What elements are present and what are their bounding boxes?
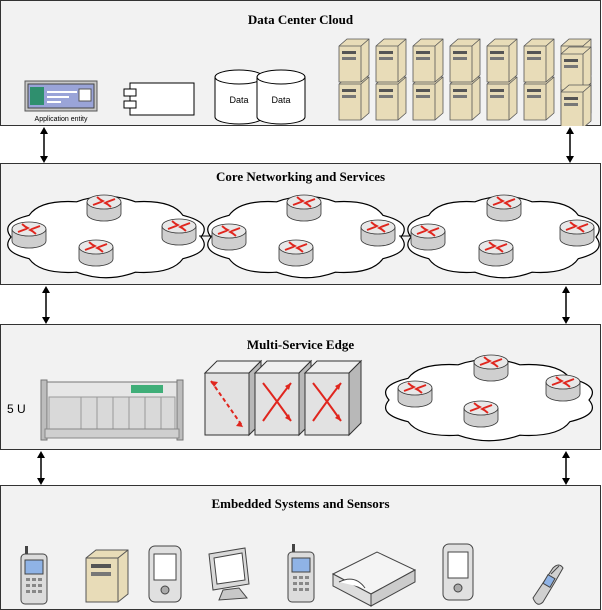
- rack-unit-label: 5 U: [7, 402, 26, 416]
- server-icon: [412, 76, 444, 121]
- server-icon: [523, 76, 555, 121]
- server-icon: [338, 38, 370, 83]
- component-icon: [123, 82, 195, 116]
- database-icon: [256, 69, 306, 125]
- multilayer-switch-icon: [253, 359, 313, 437]
- rack-chassis-icon: [40, 379, 184, 441]
- server-icon: [560, 84, 592, 126]
- router-icon: [360, 219, 396, 247]
- pda-icon: [148, 545, 182, 603]
- layer-embedded-systems: Embedded Systems and Sensors: [0, 485, 601, 610]
- pda-icon: [442, 543, 474, 601]
- server-icon: [412, 38, 444, 83]
- server-icon: [560, 46, 592, 91]
- router-icon: [286, 194, 322, 222]
- layer-title-multi-service-edge: Multi-Service Edge: [246, 337, 355, 352]
- monitor-icon: [208, 547, 250, 601]
- cell-phone-icon: [20, 546, 48, 605]
- double-arrow-icon: [566, 127, 574, 163]
- embedded-graphics: [20, 543, 564, 607]
- set-top-box-icon: [331, 551, 417, 607]
- double-arrow-icon: [562, 286, 570, 324]
- layer-title-embedded-systems: Embedded Systems and Sensors: [211, 496, 390, 511]
- network-cloud-icon: [7, 195, 205, 279]
- multilayer-switch-icon: [203, 359, 263, 437]
- router-icon: [473, 354, 509, 382]
- server-icon: [486, 76, 518, 121]
- layer-data-center-cloud: Data Center Cloud Application entity Dat…: [0, 0, 601, 126]
- router-icon: [486, 194, 522, 222]
- server-icon: [523, 38, 555, 83]
- database-label: Data: [271, 95, 290, 105]
- database-label: Data: [229, 95, 248, 105]
- multilayer-switch-icon: [303, 359, 363, 437]
- router-icon: [545, 374, 581, 402]
- router-icon: [463, 400, 499, 428]
- flip-phone-icon: [532, 564, 564, 605]
- application-entity-icon: [24, 80, 98, 112]
- data-center-graphics: Application entity Data Data: [24, 38, 592, 126]
- layer-multi-service-edge: Multi-Service Edge 5 U: [0, 324, 601, 450]
- double-arrow-icon: [42, 286, 50, 324]
- core-network-graphics: [7, 194, 600, 279]
- server-icon: [375, 76, 407, 121]
- tower-server-icon: [85, 549, 129, 603]
- layer-title-data-center: Data Center Cloud: [247, 12, 354, 27]
- server-farm-icon: [338, 38, 592, 126]
- edge-graphics: [40, 354, 593, 442]
- router-icon: [559, 219, 595, 247]
- router-icon: [478, 239, 514, 267]
- server-icon: [449, 38, 481, 83]
- double-arrow-icon: [37, 451, 45, 485]
- router-icon: [397, 380, 433, 408]
- router-icon: [86, 194, 122, 222]
- router-icon: [211, 223, 247, 251]
- router-icon: [161, 218, 197, 246]
- network-cloud-icon: [385, 358, 593, 442]
- server-icon: [375, 38, 407, 83]
- double-arrow-icon: [40, 127, 48, 163]
- router-icon: [410, 223, 446, 251]
- layer-core-networking: Core Networking and Services: [0, 163, 601, 285]
- application-entity-label: Application entity: [35, 116, 88, 123]
- network-cloud-icon: [207, 195, 405, 279]
- cell-phone-icon: [287, 544, 315, 603]
- server-icon: [449, 76, 481, 121]
- router-icon: [278, 239, 314, 267]
- router-icon: [11, 221, 47, 249]
- double-arrow-icon: [562, 451, 570, 485]
- database-icon: [214, 69, 264, 125]
- server-icon: [338, 76, 370, 121]
- layer-title-core-networking: Core Networking and Services: [215, 169, 386, 184]
- router-icon: [78, 239, 114, 267]
- server-icon: [486, 38, 518, 83]
